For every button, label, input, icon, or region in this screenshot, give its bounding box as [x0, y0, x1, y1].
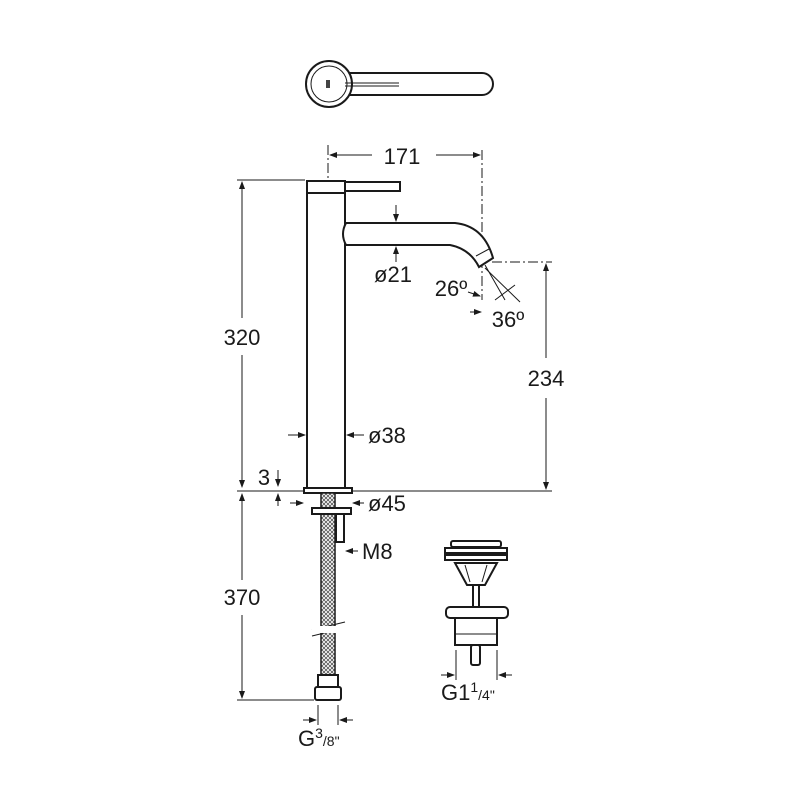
- flexible-hose: [320, 492, 336, 676]
- dim-width-label: 171: [384, 144, 421, 169]
- pop-up-drain: [444, 540, 509, 666]
- dimension-lines: [237, 152, 552, 725]
- dim-rod-thread-label: M8: [362, 539, 393, 564]
- dim-height-234-label: 234: [528, 366, 565, 391]
- faucet-side-view: [303, 180, 495, 701]
- dim-body-diameter-label: ø38: [368, 423, 406, 448]
- dim-drain-thread-label: G11/4": [441, 679, 495, 705]
- top-view: [305, 60, 494, 108]
- logo-mark: [326, 80, 330, 88]
- dim-hose-length-label: 370: [224, 585, 261, 610]
- dim-spout-diameter-label: ø21: [374, 262, 412, 287]
- dim-angle-26-label: 26º: [435, 276, 468, 301]
- dim-gap-label: 3: [258, 465, 270, 490]
- dim-base-diameter-label: ø45: [368, 491, 406, 516]
- dim-hose-thread-label: G3/8": [298, 725, 340, 751]
- dim-angle-36-label: 36º: [492, 307, 525, 332]
- dim-height-320-label: 320: [224, 325, 261, 350]
